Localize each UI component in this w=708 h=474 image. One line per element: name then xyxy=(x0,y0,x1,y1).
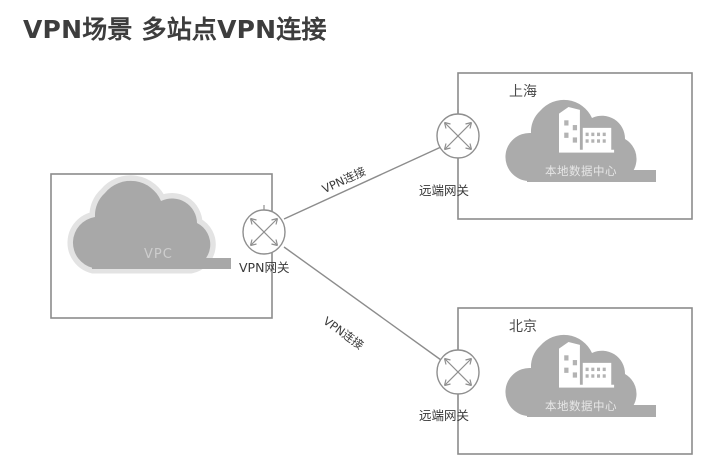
datacenter-label-beijing: 本地数据中心 xyxy=(545,399,617,413)
remote-gateway-label-beijing: 远端网关 xyxy=(419,408,470,423)
datacenter-label-shanghai: 本地数据中心 xyxy=(545,164,617,178)
connection-line-shanghai xyxy=(283,146,442,220)
remote-gateway-label-shanghai: 远端网关 xyxy=(419,183,470,198)
connection-line-beijing xyxy=(283,246,442,361)
page-title: VPN场景 多站点VPN连接 xyxy=(23,15,327,44)
vpc-cloud-icon xyxy=(67,175,231,274)
region-label-beijing: 北京 xyxy=(509,319,537,335)
vpc-cloud-label: VPC xyxy=(144,247,173,262)
region-label-shanghai: 上海 xyxy=(509,84,537,100)
vpn-gateway-label: VPN网关 xyxy=(239,260,290,275)
